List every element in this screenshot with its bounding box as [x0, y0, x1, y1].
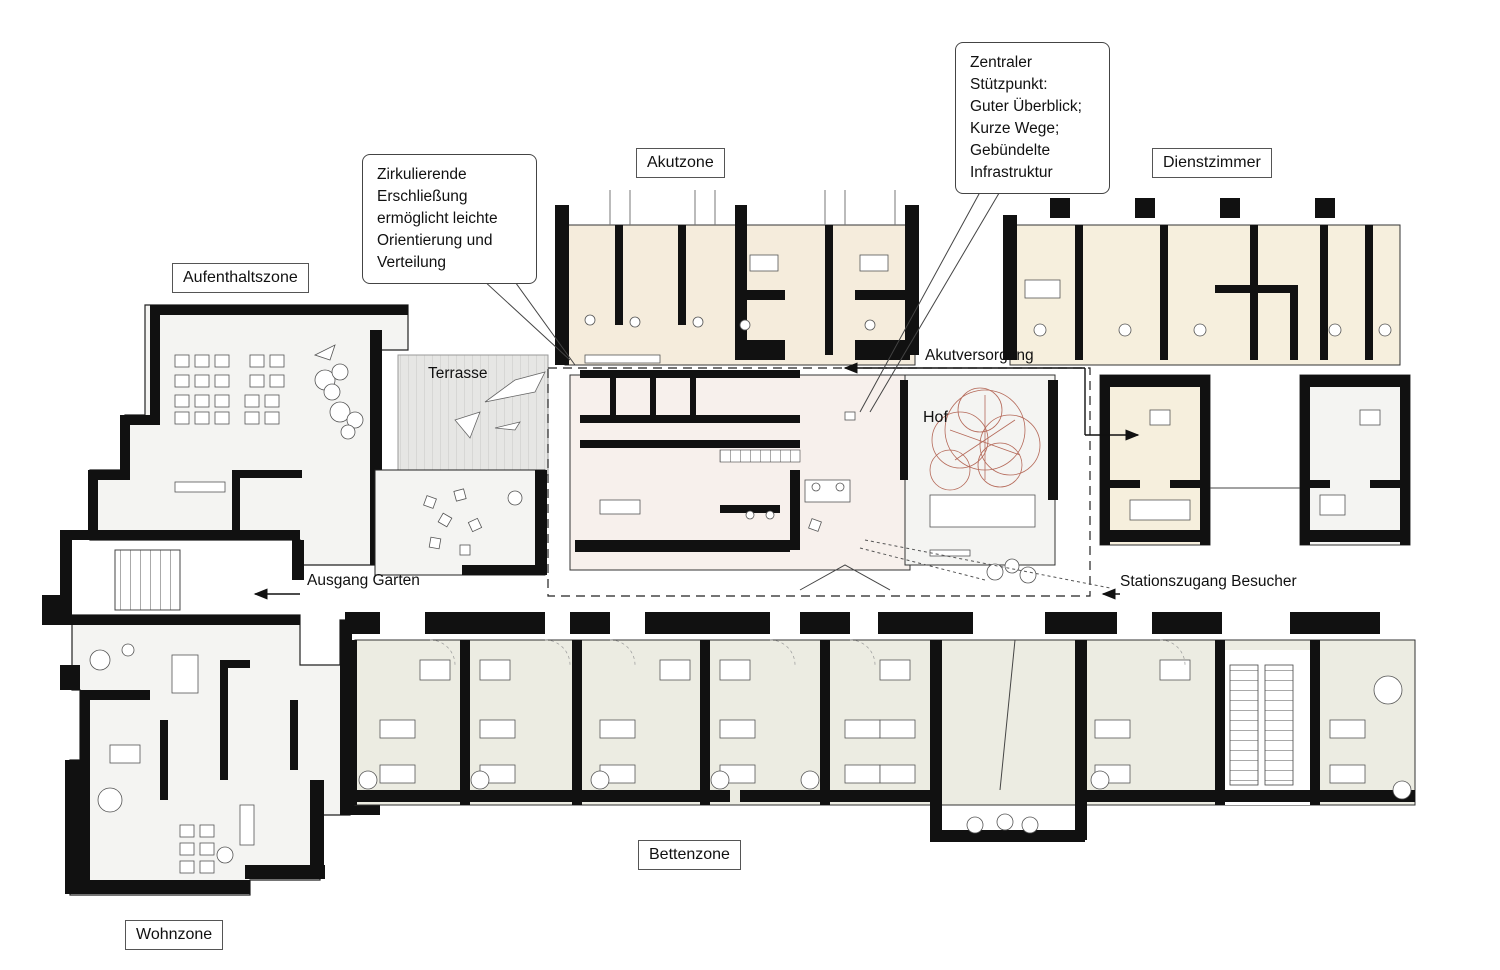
callout-line: Zirkulierende — [377, 166, 467, 183]
callout-line: Infrastruktur — [970, 164, 1053, 181]
space-label-hof: Hof — [923, 409, 948, 426]
zone-label-dienstzimmer: Dienstzimmer — [1152, 148, 1272, 178]
bed-zone — [345, 612, 1416, 842]
flow-label-ausgang-garten: Ausgang Garten — [307, 572, 420, 589]
right-blocks — [1099, 374, 1411, 546]
flow-label-stationszugang: Stationszugang Besucher — [1120, 573, 1297, 590]
callout-line: Gebündelte — [970, 142, 1051, 159]
callout-line: ermöglicht leichte — [377, 210, 498, 227]
space-label-terrasse: Terrasse — [428, 365, 488, 382]
zone-label-bettenzone: Bettenzone — [638, 840, 741, 870]
staff-rooms — [1003, 198, 1401, 366]
callout-stuetzpunkt: Zentraler Stützpunkt: Guter Überblick; K… — [955, 42, 1110, 194]
callout-line: Erschließung — [377, 188, 468, 205]
central-hub — [547, 367, 1091, 597]
callout-line: Orientierung und — [377, 232, 493, 249]
zone-label-akutzone: Akutzone — [636, 148, 725, 178]
terrace — [374, 354, 549, 576]
zone-label-aufenthaltszone: Aufenthaltszone — [172, 263, 309, 293]
acute-zone — [555, 190, 919, 366]
callout-line: Kurze Wege; — [970, 120, 1060, 137]
annotation-lines — [253, 182, 1140, 600]
west-wing — [42, 304, 409, 896]
zone-label-wohnzone: Wohnzone — [125, 920, 224, 950]
callout-erschliessung: Zirkulierende Erschließung ermöglicht le… — [362, 154, 537, 284]
callout-line: Verteilung — [377, 254, 446, 271]
courtyard — [900, 374, 1058, 584]
callout-line: Guter Überblick; — [970, 98, 1082, 115]
callout-line: Zentraler — [970, 54, 1033, 71]
callout-line: Stützpunkt: — [970, 76, 1048, 93]
flow-label-akutversorgung: Akutversorgung — [925, 347, 1034, 364]
